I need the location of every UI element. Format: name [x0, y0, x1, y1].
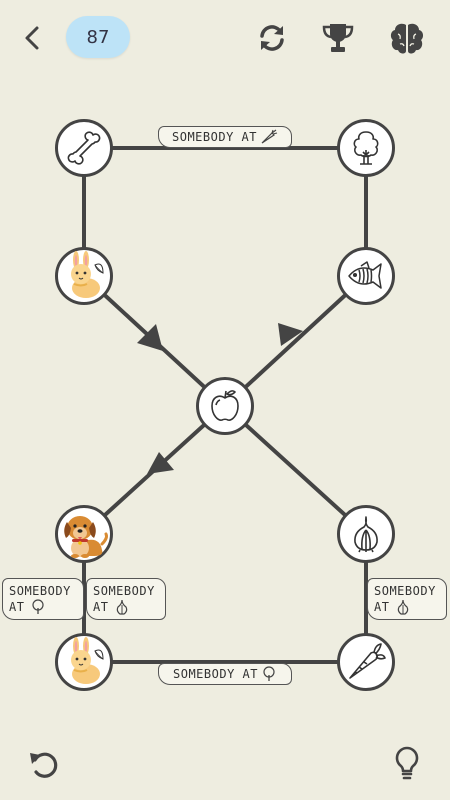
edge-label-left-b: SOMEBODY AT [86, 578, 166, 620]
arrow-marker [137, 324, 163, 351]
trophy-icon [322, 24, 354, 52]
node-dog[interactable] [55, 505, 113, 563]
dog-icon [64, 516, 108, 558]
trophy-button[interactable] [318, 18, 358, 58]
node-rabbit-top[interactable] [55, 247, 113, 305]
edge-label-line1: SOMEBODY [9, 583, 71, 598]
edge-label-line2: AT [9, 600, 25, 614]
node-rabbit-bottom[interactable] [55, 633, 113, 691]
edge-label-bottom: SOMEBODY AT [158, 663, 292, 685]
edge-label-text: SOMEBODY AT [172, 129, 257, 144]
lightbulb-icon [395, 746, 419, 780]
edge-label-line2: AT [374, 600, 390, 614]
hint-button[interactable] [388, 743, 426, 783]
edge-label-line1: SOMEBODY [374, 583, 436, 598]
carrot-icon [261, 129, 278, 144]
back-button[interactable] [16, 22, 48, 54]
node-garlic[interactable] [337, 505, 395, 563]
node-bone[interactable] [55, 119, 113, 177]
undo-button[interactable] [24, 745, 62, 783]
edge-label-right: SOMEBODY AT [367, 578, 447, 620]
node-fish[interactable] [337, 247, 395, 305]
node-carrot[interactable] [337, 633, 395, 691]
node-tree[interactable] [337, 119, 395, 177]
arrow-marker [278, 323, 303, 346]
apple-icon [211, 390, 239, 421]
level-number: 87 [66, 16, 130, 58]
rabbit-icon [71, 637, 104, 684]
garlic-icon [398, 600, 409, 615]
arrow-marker [147, 452, 174, 474]
tree-icon [32, 599, 45, 615]
edge-label-text: SOMEBODY AT [173, 666, 258, 681]
edge-label-left-a: SOMEBODY AT [2, 578, 84, 620]
garlic-icon [354, 516, 378, 553]
refresh-icon [260, 25, 284, 51]
tree-icon [263, 666, 275, 681]
rabbit-icon [71, 251, 104, 298]
brain-icon [390, 23, 424, 54]
chevron-left-icon [25, 26, 39, 50]
edge-label-line1: SOMEBODY [93, 583, 155, 598]
tree-icon [353, 131, 379, 165]
restart-button[interactable] [254, 20, 290, 56]
brain-button[interactable] [386, 18, 428, 60]
node-apple[interactable] [196, 377, 254, 435]
edge-label-top: SOMEBODY AT [158, 126, 292, 148]
garlic-icon [117, 600, 128, 615]
undo-icon [30, 752, 58, 778]
fish-icon [348, 261, 382, 289]
bone-icon [67, 131, 101, 165]
edge-label-line2: AT [93, 600, 109, 614]
carrot-icon [349, 643, 386, 679]
